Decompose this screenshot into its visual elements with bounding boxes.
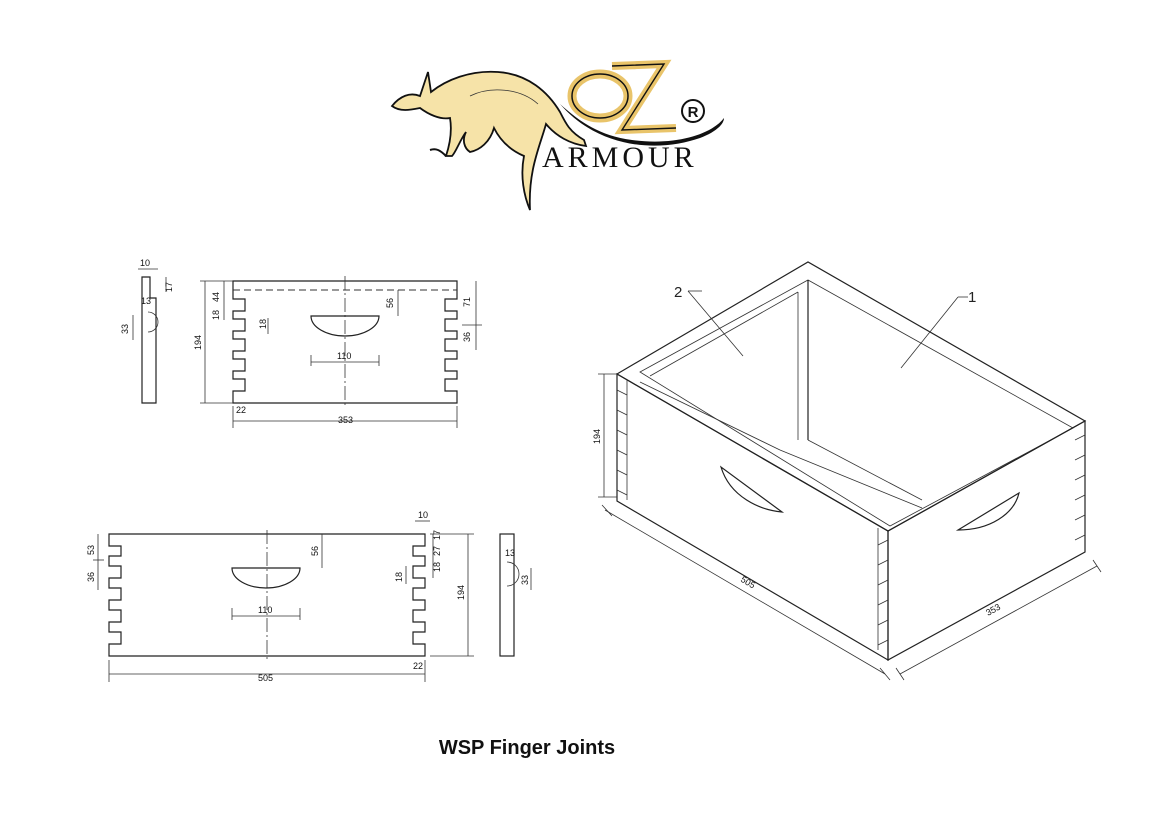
oz-armour-logo: R ARMOUR	[390, 59, 724, 211]
dim-side-finger-width: 18	[432, 562, 442, 572]
dim-end-top-offset: 71	[462, 297, 472, 307]
dim-side-width: 505	[258, 673, 273, 683]
drawing-title: WSP Finger Joints	[438, 737, 616, 759]
dim-end-edge: 22	[236, 405, 246, 415]
monogram-z	[611, 59, 677, 135]
end-board-drawing: 10 17 13 33 110 56 194 44 18 18 71 36	[120, 258, 482, 428]
dim-side-joint-27: 27	[432, 546, 442, 556]
dim-end-height: 194	[193, 335, 203, 350]
dim-end-handhold-depth: 56	[385, 298, 395, 308]
dim-side-joint-17: 17	[432, 530, 442, 540]
callout-1: 1	[968, 289, 976, 306]
box-short-side	[887, 419, 1086, 662]
dim-side-finger-pitch: 36	[86, 572, 96, 582]
box-assembly-isometric: 2 1 194 505 353	[592, 261, 1102, 681]
box-short-handhold	[955, 491, 1020, 531]
dim-profile-offset: 33	[120, 324, 130, 334]
dim-side-profile-offset: 33	[520, 575, 530, 585]
dim-profile-rebate: 17	[164, 282, 174, 292]
dim-side-finger-depth: 22	[413, 661, 423, 671]
dim-end-handhold-width: 110	[337, 351, 351, 361]
dim-profile-thickness: 10	[140, 258, 150, 268]
dim-side-profile-lip: 13	[505, 548, 515, 558]
dim-end-finger-width-left: 18	[211, 310, 221, 320]
brand-name: ARMOUR	[542, 141, 698, 174]
dim-assembly-width: 353	[984, 602, 1002, 618]
box-inner-rim	[639, 279, 1074, 527]
side-board-drawing: 110 56 53 36 10 27 18 17 18 194 505 22 1…	[86, 510, 532, 683]
dim-side-thickness: 10	[418, 510, 428, 520]
dim-profile-lip: 13	[141, 296, 151, 306]
dim-end-finger-pitch: 36	[462, 332, 472, 342]
dim-side-finger-width-2: 18	[394, 572, 404, 582]
dim-end-width: 353	[338, 415, 353, 425]
side-handhold	[231, 567, 301, 589]
dim-assembly-length: 505	[739, 574, 757, 590]
dim-end-rebate: 44	[211, 292, 221, 302]
side-board-profile	[499, 533, 515, 657]
callout-2: 2	[674, 284, 682, 301]
side-board-face	[108, 533, 426, 657]
dim-side-top-finger: 53	[86, 545, 96, 555]
registered-mark: R	[688, 104, 699, 121]
dim-end-finger-width: 18	[258, 319, 268, 329]
dim-side-handhold-width: 110	[258, 605, 272, 615]
box-long-side	[616, 372, 889, 662]
end-handhold	[310, 315, 380, 337]
dim-side-height: 194	[456, 585, 466, 600]
dim-assembly-height: 194	[592, 429, 602, 444]
end-board-profile	[141, 276, 157, 404]
box-long-handhold	[719, 465, 785, 513]
kangaroo-icon	[390, 70, 588, 211]
box-top-rim	[615, 261, 1087, 532]
dim-side-handhold-depth: 56	[310, 546, 320, 556]
registered-icon	[681, 99, 705, 123]
end-board-face	[232, 280, 458, 404]
